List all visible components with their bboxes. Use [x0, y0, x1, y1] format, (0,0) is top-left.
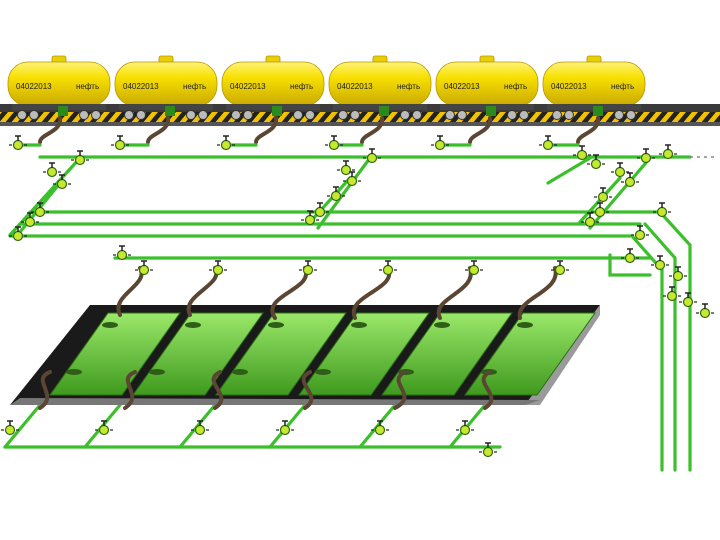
- valves: [0, 135, 715, 458]
- tank-car: 04022013 нефть: [221, 55, 325, 120]
- valve-icon[interactable]: [134, 260, 154, 276]
- valve-icon[interactable]: [464, 260, 484, 276]
- valve-icon[interactable]: [695, 303, 715, 319]
- valve-icon[interactable]: [298, 260, 318, 276]
- valve-icon[interactable]: [110, 135, 130, 151]
- valve-icon[interactable]: [8, 135, 28, 151]
- tank-cargo: нефть: [76, 82, 99, 91]
- valve-icon[interactable]: [478, 442, 498, 458]
- valve-icon[interactable]: [678, 292, 698, 308]
- tank-car: 04022013 нефть: [7, 55, 111, 120]
- tank-number: 04022013: [444, 82, 480, 91]
- basin: [464, 312, 596, 396]
- tank-cargo: нефть: [611, 82, 634, 91]
- tank-number: 04022013: [551, 82, 587, 91]
- tank-cargo: нефть: [397, 82, 420, 91]
- tank-number: 04022013: [123, 82, 159, 91]
- basin: [132, 312, 264, 396]
- valve-icon[interactable]: [662, 286, 682, 302]
- tank-number: 04022013: [230, 82, 266, 91]
- valve-icon[interactable]: [430, 135, 450, 151]
- valve-icon[interactable]: [378, 260, 398, 276]
- valve-icon[interactable]: [216, 135, 236, 151]
- valve-icon[interactable]: [208, 260, 228, 276]
- basins: [49, 312, 596, 396]
- basin: [298, 312, 430, 396]
- tank-car: 04022013 нефть: [542, 55, 646, 120]
- tank-cargo: нефть: [290, 82, 313, 91]
- valve-icon[interactable]: [610, 162, 630, 178]
- valve-icon[interactable]: [42, 162, 62, 178]
- tank-car: 04022013 нефть: [114, 55, 218, 120]
- tank-number: 04022013: [337, 82, 373, 91]
- valve-icon[interactable]: [668, 266, 688, 282]
- valve-icon[interactable]: [538, 135, 558, 151]
- tank-car: 04022013 нефть: [328, 55, 432, 120]
- valve-icon[interactable]: [652, 202, 672, 218]
- valve-icon[interactable]: [620, 248, 640, 264]
- basin: [215, 312, 347, 396]
- tank-hoses: [38, 116, 601, 144]
- valve-icon[interactable]: [324, 135, 344, 151]
- basin: [49, 312, 181, 396]
- tank-cargo: нефть: [183, 82, 206, 91]
- tank-cargo: нефть: [504, 82, 527, 91]
- tank-car: 04022013 нефть: [435, 55, 539, 120]
- tank-number: 04022013: [16, 82, 52, 91]
